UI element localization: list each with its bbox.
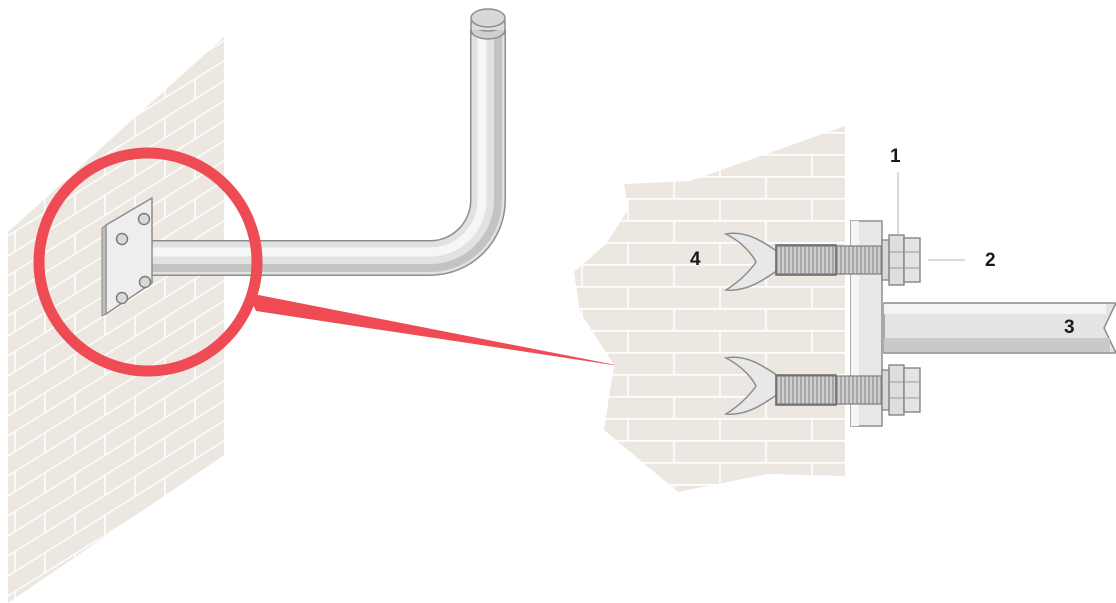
left-wall-view (8, 8, 506, 603)
anchor-bolt-lower (723, 356, 921, 416)
brick-wall-section (574, 126, 845, 492)
callout-1: 1 (890, 146, 901, 167)
hex-nut-upper (888, 234, 905, 286)
hex-nut-lower (888, 364, 905, 416)
expansion-anchor-upper (723, 232, 779, 291)
bracket-pipe (883, 302, 1116, 354)
callout-2: 2 (985, 250, 996, 271)
callout-4: 4 (690, 249, 701, 270)
zoom-pointer (248, 293, 626, 367)
brick-wall-perspective (8, 37, 224, 603)
detail-highlight-circle (33, 147, 263, 377)
plate-bolt-heads (115, 212, 152, 305)
callout-3: 3 (1064, 317, 1075, 338)
anchor-bolt-upper (723, 232, 921, 291)
expansion-anchor-lower (723, 356, 779, 415)
detail-cross-section: 1 2 3 4 (574, 126, 1116, 492)
